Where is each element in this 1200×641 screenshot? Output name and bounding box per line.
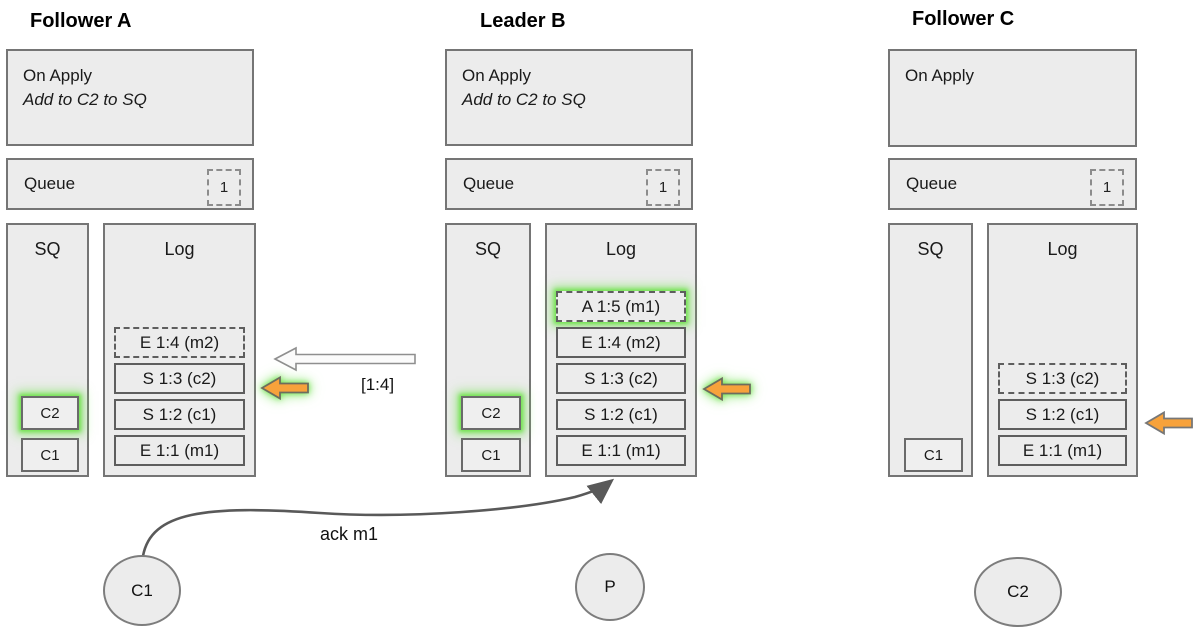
actor-client-c1: C1 <box>103 555 181 626</box>
sq-label: SQ <box>917 239 944 259</box>
sq-box-b: SQ C2 C1 <box>445 223 531 477</box>
log-entries-c: S 1:3 (c2) S 1:2 (c1) E 1:1 (m1) <box>998 363 1127 466</box>
sq-item-c1: C1 <box>461 438 521 472</box>
on-apply-rule: Add to C2 to SQ <box>23 90 147 109</box>
commit-pointer-arrow-c <box>1144 410 1193 436</box>
queue-label: Queue <box>906 174 958 193</box>
on-apply-label: On Apply <box>905 66 974 85</box>
log-box-c: Log S 1:3 (c2) S 1:2 (c1) E 1:1 (m1) <box>987 223 1138 477</box>
on-apply-label: On Apply <box>462 66 531 85</box>
log-entry: S 1:2 (c1) <box>998 399 1127 430</box>
queue-box-a: Queue 1 <box>6 158 254 210</box>
node-title-follower-a: Follower A <box>30 10 132 32</box>
sq-label: SQ <box>34 239 61 259</box>
on-apply-rule: Add to C2 to SQ <box>462 90 586 109</box>
queue-label: Queue <box>463 174 515 193</box>
log-entry: E 1:4 (m2) <box>114 327 245 358</box>
log-entry: S 1:2 (c1) <box>556 399 686 430</box>
log-entry: E 1:1 (m1) <box>556 435 686 466</box>
queue-label: Queue <box>24 174 76 193</box>
log-entry-highlighted: A 1:5 (m1) <box>556 291 686 322</box>
log-box-a: Log E 1:4 (m2) S 1:3 (c2) S 1:2 (c1) E 1… <box>103 223 256 477</box>
sq-item-c2: C2 <box>461 396 521 430</box>
sq-item-c1: C1 <box>21 438 79 472</box>
queue-slot: 1 <box>207 169 241 206</box>
log-entries-a: E 1:4 (m2) S 1:3 (c2) S 1:2 (c1) E 1:1 (… <box>114 327 245 466</box>
sq-box-c: SQ C1 <box>888 223 973 477</box>
node-title-leader-b: Leader B <box>480 10 566 32</box>
queue-slot: 1 <box>646 169 680 206</box>
log-box-b: Log A 1:5 (m1) E 1:4 (m2) S 1:3 (c2) S 1… <box>545 223 697 477</box>
on-apply-box-a: On Apply Add to C2 to SQ <box>6 49 254 146</box>
log-label: Log <box>164 239 195 259</box>
queue-slot: 1 <box>1090 169 1124 206</box>
log-entries-b: A 1:5 (m1) E 1:4 (m2) S 1:3 (c2) S 1:2 (… <box>556 291 686 466</box>
sq-item-c1: C1 <box>904 438 963 472</box>
node-title-follower-c: Follower C <box>912 8 1015 30</box>
log-entry: S 1:3 (c2) <box>114 363 245 394</box>
queue-box-c: Queue 1 <box>888 158 1137 210</box>
commit-pointer-arrow-b <box>702 376 751 402</box>
ack-label: ack m1 <box>320 524 379 544</box>
sq-item-c2: C2 <box>21 396 79 430</box>
on-apply-box-b: On Apply Add to C2 to SQ <box>445 49 693 146</box>
log-entry: S 1:3 (c2) <box>556 363 686 394</box>
on-apply-label: On Apply <box>23 66 92 85</box>
log-label: Log <box>1047 239 1078 259</box>
sq-box-a: SQ C2 C1 <box>6 223 89 477</box>
log-entry: E 1:4 (m2) <box>556 327 686 358</box>
actor-client-c2: C2 <box>974 557 1062 627</box>
log-entry: E 1:1 (m1) <box>998 435 1127 466</box>
on-apply-box-c: On Apply <box>888 49 1137 147</box>
actor-p: P <box>575 553 645 621</box>
replicate-range-label: [1:4] <box>361 375 395 394</box>
sq-label: SQ <box>474 239 501 259</box>
queue-box-b: Queue 1 <box>445 158 693 210</box>
commit-pointer-arrow-a <box>260 375 309 401</box>
log-entry: S 1:3 (c2) <box>998 363 1127 394</box>
log-label: Log <box>605 239 637 259</box>
replicate-arrow <box>273 346 416 372</box>
log-entry: S 1:2 (c1) <box>114 399 245 430</box>
log-entry: E 1:1 (m1) <box>114 435 245 466</box>
